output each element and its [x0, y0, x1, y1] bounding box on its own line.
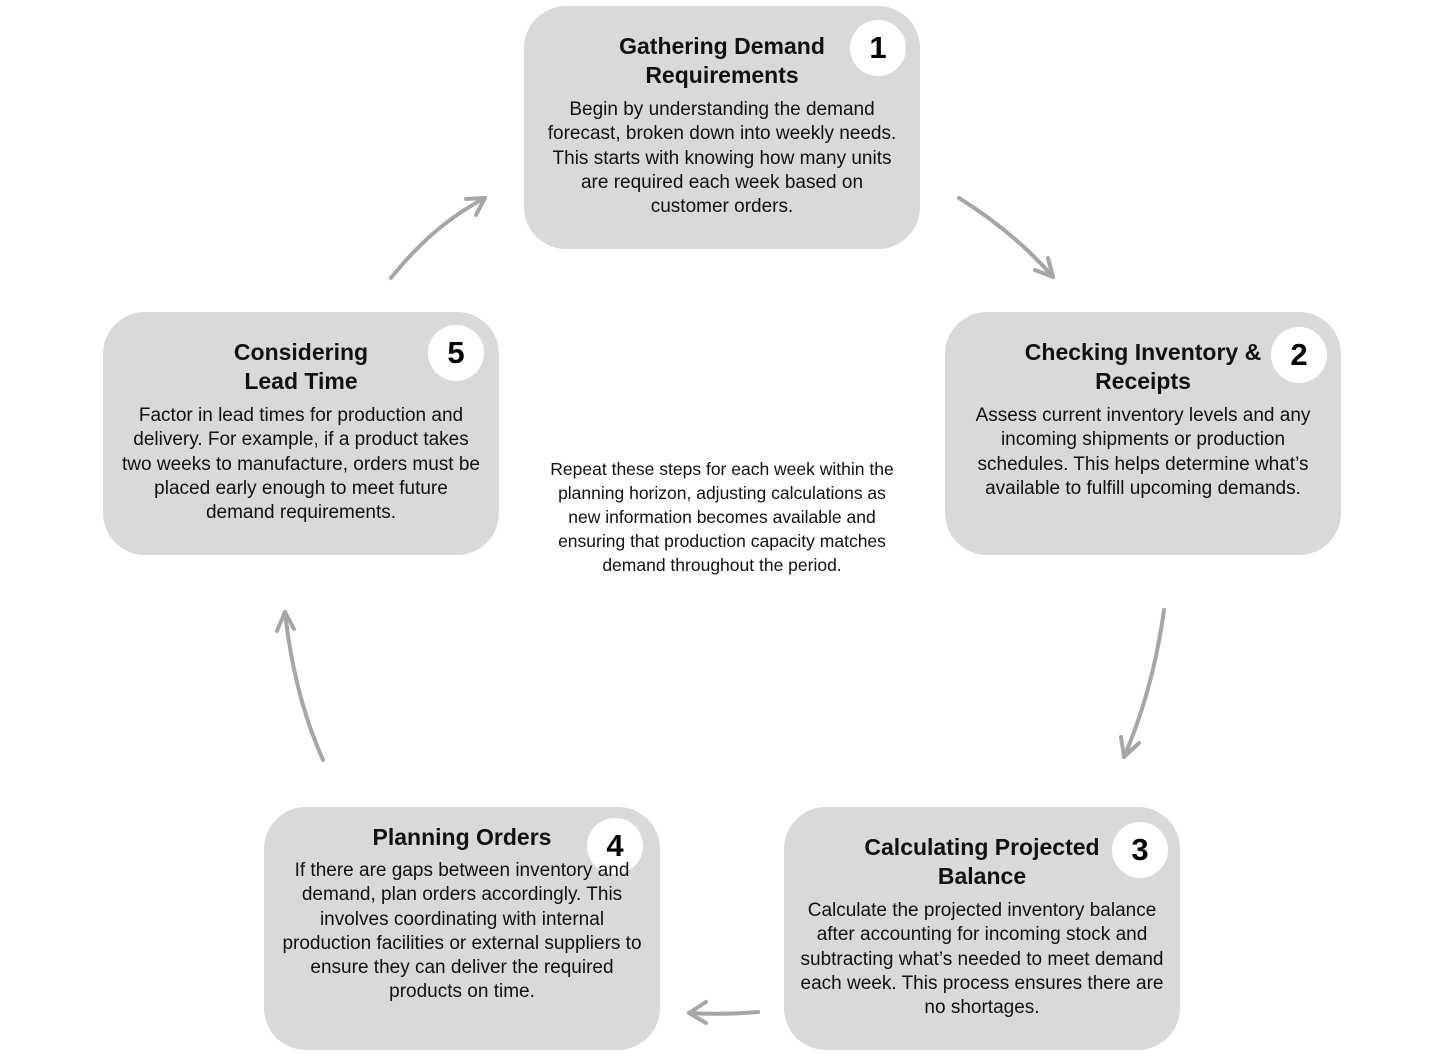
step-box-2: Checking Inventory & Receipts 2 Assess c… [945, 312, 1341, 555]
step-title: Planning Orders [372, 824, 552, 850]
step-number-badge: 3 [1112, 822, 1168, 878]
step-title: Calculating Projected Balance [864, 834, 1100, 889]
step-number-badge: 1 [850, 20, 906, 76]
step-title: Considering Lead Time [233, 339, 369, 394]
step-description: If there are gaps between inventory and … [282, 860, 642, 1003]
step-description: Begin by understanding the demand foreca… [547, 99, 897, 218]
step-box-1: Gathering Demand Requirements 1 Begin by… [524, 6, 920, 249]
step-description: Factor in lead times for production and … [122, 405, 480, 524]
arrow-3-to-4-icon [687, 1000, 760, 1025]
arrow-5-to-1-icon [389, 196, 487, 280]
step-box-4: Planning Orders 4 If there are gaps betw… [264, 807, 660, 1050]
step-number-badge: 4 [587, 818, 643, 874]
step-title: Gathering Demand Requirements [619, 33, 825, 88]
step-description: Assess current inventory levels and any … [975, 405, 1311, 499]
arrow-2-to-3-icon [1119, 608, 1166, 759]
arrow-4-to-5-icon [275, 610, 325, 762]
step-number-badge: 2 [1271, 327, 1327, 383]
center-note: Repeat these steps for each week within … [550, 459, 894, 575]
step-number-badge: 5 [428, 325, 484, 381]
step-description: Calculate the projected inventory balanc… [800, 900, 1164, 1019]
step-title: Checking Inventory & Receipts [1024, 339, 1262, 394]
step-box-5: Considering Lead Time 5 Factor in lead t… [103, 312, 499, 555]
arrow-1-to-2-icon [957, 196, 1055, 279]
step-box-3: Calculating Projected Balance 3 Calculat… [784, 807, 1180, 1050]
